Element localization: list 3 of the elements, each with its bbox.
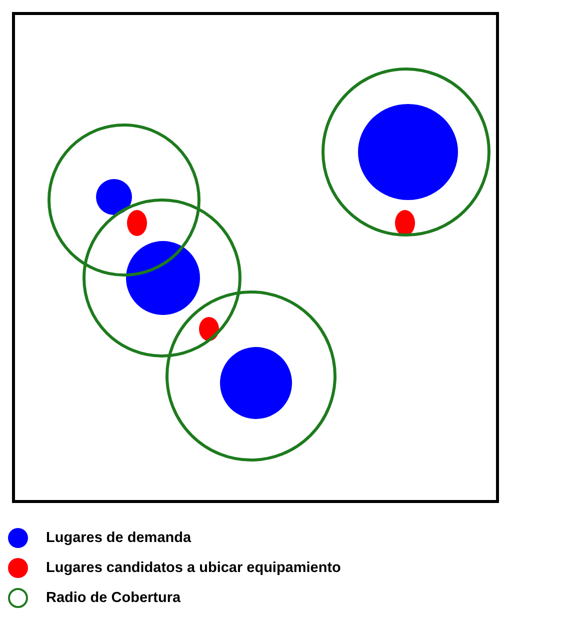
legend-label: Lugares de demanda bbox=[46, 530, 192, 546]
legend-label: Lugares candidatos a ubicar equipamiento bbox=[46, 560, 341, 576]
legend-label: Radio de Cobertura bbox=[46, 590, 181, 606]
